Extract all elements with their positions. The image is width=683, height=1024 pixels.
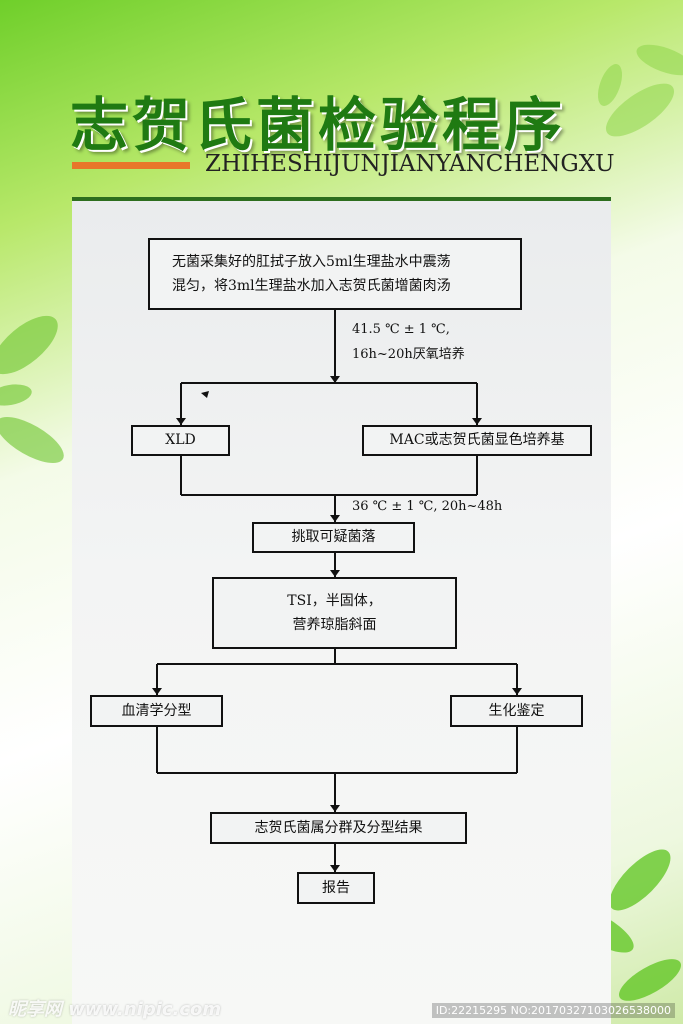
leaf-cluster-left-icon bbox=[0, 315, 64, 464]
page-title: 志贺氏菌检验程序 bbox=[70, 91, 567, 159]
leaf-cluster-top-right-icon bbox=[597, 44, 683, 137]
serotyping-box: 血清学分型 bbox=[90, 695, 223, 727]
biochem-box: 生化鉴定 bbox=[450, 695, 583, 727]
page-subtitle: ZHIHESHIJUNJIANYANCHENGXU bbox=[205, 151, 615, 177]
xld-medium-box: XLD bbox=[131, 425, 230, 456]
sample-prep-box: 无菌采集好的肛拭子放入5ml生理盐水中震荡 混匀，将3ml生理盐水加入志贺氏菌增… bbox=[148, 238, 522, 310]
tsi-box: TSI，半固体， 营养琼脂斜面 bbox=[212, 577, 457, 649]
image-id-watermark: ID:22215295 NO:20170327103026538000 bbox=[431, 1003, 675, 1018]
enrichment-condition-line-1: 41.5 ℃ ± 1 ℃, bbox=[352, 322, 450, 337]
result-box: 志贺氏菌属分群及分型结果 bbox=[210, 812, 467, 844]
mac-medium-box: MAC或志贺氏菌显色培养基 bbox=[362, 425, 592, 456]
sample-prep-line-2: 混匀，将3ml生理盐水加入志贺氏菌增菌肉汤 bbox=[172, 278, 451, 294]
tsi-line-2: 营养琼脂斜面 bbox=[292, 617, 377, 633]
accent-bar bbox=[72, 162, 190, 169]
tsi-line-1: TSI，半固体， bbox=[287, 592, 382, 609]
report-box: 报告 bbox=[297, 872, 375, 904]
enrichment-condition-line-2: 16h~20h厌氧培养 bbox=[352, 346, 465, 362]
pick-colonies-box: 挑取可疑菌落 bbox=[252, 522, 415, 553]
incubation-condition: 36 ℃ ± 1 ℃, 20h~48h bbox=[352, 499, 503, 514]
enrichment-condition: 41.5 ℃ ± 1 ℃, 16h~20h厌氧培养 bbox=[352, 318, 465, 367]
sample-prep-line-1: 无菌采集好的肛拭子放入5ml生理盐水中震荡 bbox=[172, 253, 451, 270]
site-watermark: 昵享网 www.nipic.com bbox=[8, 999, 222, 1020]
